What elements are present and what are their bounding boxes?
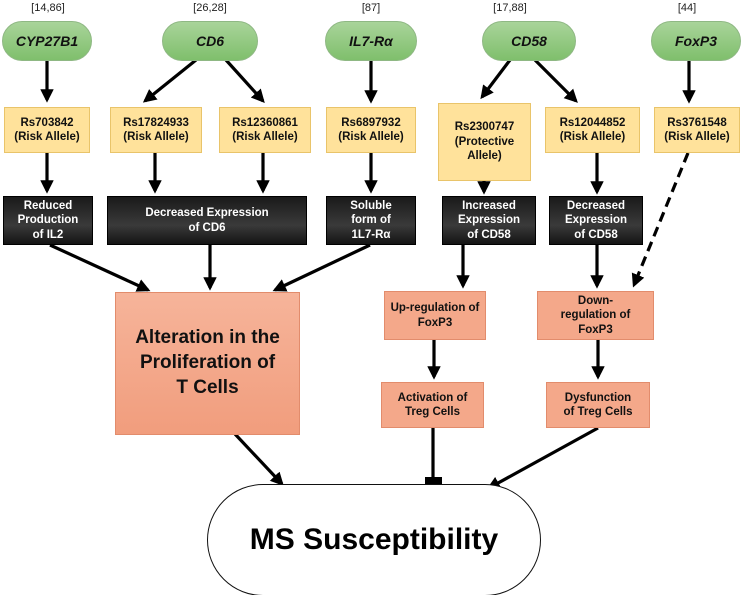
arrow-soluble-form-to-central xyxy=(272,243,371,292)
snp-rs12044852: Rs12044852 (Risk Allele) xyxy=(545,107,640,153)
snp-rs12360861: Rs12360861 (Risk Allele) xyxy=(219,107,311,153)
gene-cd58: CD58 xyxy=(482,21,576,61)
reference-cyp27b1: [14,86] xyxy=(31,2,65,14)
gene-foxp3: FoxP3 xyxy=(651,21,741,61)
snp-rs2300747: Rs2300747 (Protective Allele) xyxy=(438,103,531,181)
reference-cd58: [17,88] xyxy=(493,2,527,14)
effect-reduced-il2: Reduced Production of IL2 xyxy=(3,196,93,245)
arrow-cd6-to-rs12360861 xyxy=(224,58,265,103)
arrow-cd58-to-rs2300747 xyxy=(480,59,512,100)
arrow-dysfunction-to-outcome xyxy=(486,426,599,490)
outcome-ms-susceptibility: MS Susceptibility xyxy=(207,484,541,595)
snp-rs17824933: Rs17824933 (Risk Allele) xyxy=(110,107,202,153)
snp-rs3761548: Rs3761548 (Risk Allele) xyxy=(654,107,740,153)
dashed-arrow-rs3761548-to-downregulation xyxy=(631,152,690,288)
gene-cd6: CD6 xyxy=(162,21,258,61)
gene-cyp27b1: CYP27B1 xyxy=(2,21,92,61)
effect-soluble-il7ra: Soluble form of 1L7-Rα xyxy=(326,196,416,245)
inhibition-bar xyxy=(425,477,442,487)
reference-cd6: [26,28] xyxy=(193,2,227,14)
central-tcell-proliferation: Alteration in the Proliferation of T Cel… xyxy=(115,292,300,435)
snp-rs703842: Rs703842 (Risk Allele) xyxy=(4,107,90,153)
snp-rs6897932: Rs6897932 (Risk Allele) xyxy=(326,107,416,153)
arrow-central-to-outcome xyxy=(233,432,284,486)
arrow-cd6-to-rs17824933 xyxy=(142,58,198,103)
effect-decreased-cd58: Decreased Expression of CD58 xyxy=(549,196,643,245)
mechanism-foxp3-upregulation: Up-regulation of FoxP3 xyxy=(384,291,486,340)
arrow-il2-to-central xyxy=(49,243,151,292)
gene-il7ra: IL7-Rα xyxy=(325,21,417,61)
arrow-cd58-to-rs12044852 xyxy=(533,58,578,103)
reference-il7ra: [87] xyxy=(361,2,381,14)
mechanism-treg-activation: Activation of Treg Cells xyxy=(381,382,484,428)
effect-decreased-cd6: Decreased Expression of CD6 xyxy=(107,196,307,245)
mechanism-treg-dysfunction: Dysfunction of Treg Cells xyxy=(546,382,650,428)
mechanism-foxp3-downregulation: Down- regulation of FoxP3 xyxy=(537,291,654,340)
reference-foxp3: [44] xyxy=(677,2,697,14)
effect-increased-cd58: Increased Expression of CD58 xyxy=(442,196,536,245)
